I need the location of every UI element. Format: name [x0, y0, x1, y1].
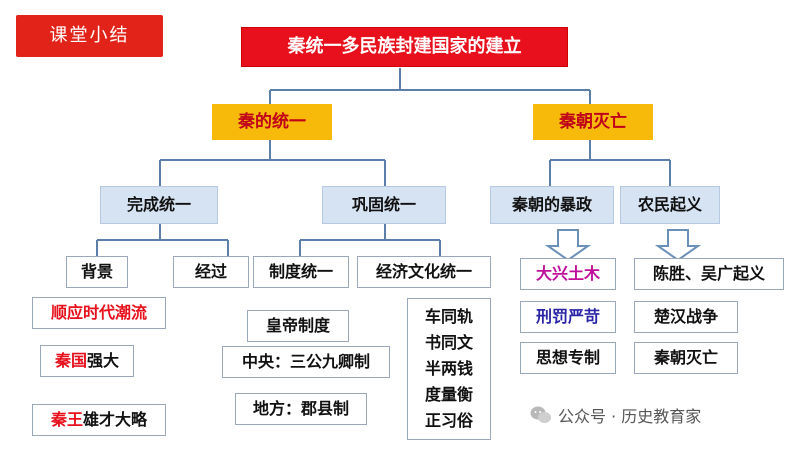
tyranny-thought: 思想专制: [520, 342, 616, 374]
main-title: 秦统一多民族封建国家的建立: [241, 27, 568, 67]
tyranny-punishment: 刑罚严苛: [520, 301, 616, 333]
bg-item-king: 秦王雄才大略: [32, 404, 166, 436]
node-economy-culture: 经济文化统一: [357, 256, 491, 288]
system-central: 中央：三公九卿制: [222, 346, 390, 378]
system-local: 地方：郡县制: [235, 393, 367, 425]
node-consolidate-unify: 巩固统一: [322, 186, 446, 224]
wechat-icon: [530, 406, 551, 423]
bg-item-king-name: 秦王: [50, 410, 83, 430]
watermark: 公众号 · 历史教育家: [530, 403, 701, 427]
uprising-qin-fall: 秦朝灭亡: [634, 342, 738, 374]
bg-item-trend: 顺应时代潮流: [32, 297, 166, 329]
lesson-summary-tag: 课堂小结: [16, 15, 163, 57]
node-process: 经过: [173, 256, 249, 288]
node-background: 背景: [66, 256, 128, 288]
economy-item-coin: 半两钱: [424, 359, 473, 378]
bg-item-strong: 强大: [87, 351, 120, 371]
uprising-chensheng: 陈胜、吴广起义: [634, 258, 784, 290]
watermark-text: 公众号 · 历史教育家: [558, 407, 702, 426]
branch-unify: 秦的统一: [212, 104, 332, 140]
tyranny-construction: 大兴土木: [520, 258, 616, 290]
branch-fall: 秦朝灭亡: [533, 104, 653, 140]
node-complete-unify: 完成统一: [100, 186, 218, 224]
node-tyranny: 秦朝的暴政: [490, 186, 614, 224]
economy-item-rail: 车同轨: [424, 307, 473, 326]
node-uprising: 农民起义: [620, 186, 720, 224]
bg-item-talent: 雄才大略: [83, 410, 148, 430]
economy-item-measure: 度量衡: [424, 385, 473, 404]
uprising-chuhan: 楚汉战争: [634, 301, 738, 333]
bg-item-qin: 秦国: [54, 351, 87, 371]
economy-item-script: 书同文: [424, 333, 473, 352]
system-emperor: 皇帝制度: [247, 310, 349, 342]
economy-items: 车同轨 书同文 半两钱 度量衡 正习俗: [407, 298, 491, 440]
bg-item-qin-strong: 秦国强大: [40, 345, 134, 377]
node-system-unify: 制度统一: [253, 256, 349, 288]
economy-item-custom: 正习俗: [424, 411, 473, 430]
